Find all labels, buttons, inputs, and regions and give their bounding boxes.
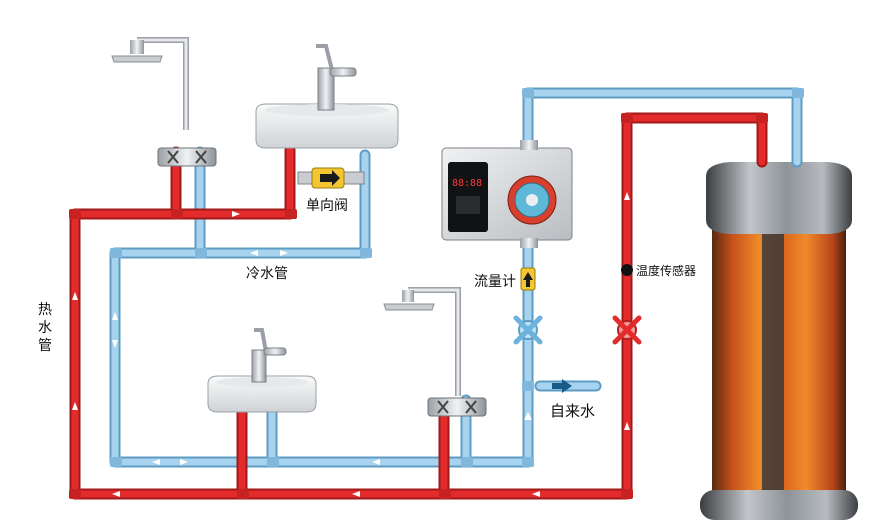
x-valve-icon [513,315,543,345]
check-valve-label: 单向阀 [306,198,348,214]
tap-water-label: 自来水 [550,402,595,420]
svg-text:热: 热 [38,302,52,318]
sensor-dot-icon [621,264,633,276]
shower-mixer-valve-bottom [427,397,487,417]
flow-meter [520,267,536,291]
flow-arrow-icon [72,192,630,497]
faucet-icon [316,44,357,111]
svg-text:管: 管 [38,338,52,354]
cold-pipe-label: 冷水管 [246,266,288,282]
svg-text:水: 水 [38,320,52,336]
pump-dial [507,175,557,225]
faucet-icon-bottom [251,328,287,383]
digital-display-icon: 88:88 [448,162,488,232]
shower-mixer-valve [157,147,217,167]
hot-pipe-label: 热 水 管 [38,302,52,354]
hot-water-pipes [69,112,768,500]
temp-sensor-label: 温度传感器 [636,263,696,278]
water-tank [700,162,858,520]
pipe-joints [69,88,804,499]
shower-head-icon [111,37,189,130]
shower-head-icon-bottom [383,287,461,396]
flow-meter-label: 流量计 [474,274,516,290]
circulation-controller: 88:88 [441,140,573,248]
display-text: 88:88 [452,178,482,189]
inlet-arrow-icon [552,379,572,393]
check-valve [297,167,365,189]
sink-top [255,103,399,149]
hot-x-valve-icon [612,315,642,345]
